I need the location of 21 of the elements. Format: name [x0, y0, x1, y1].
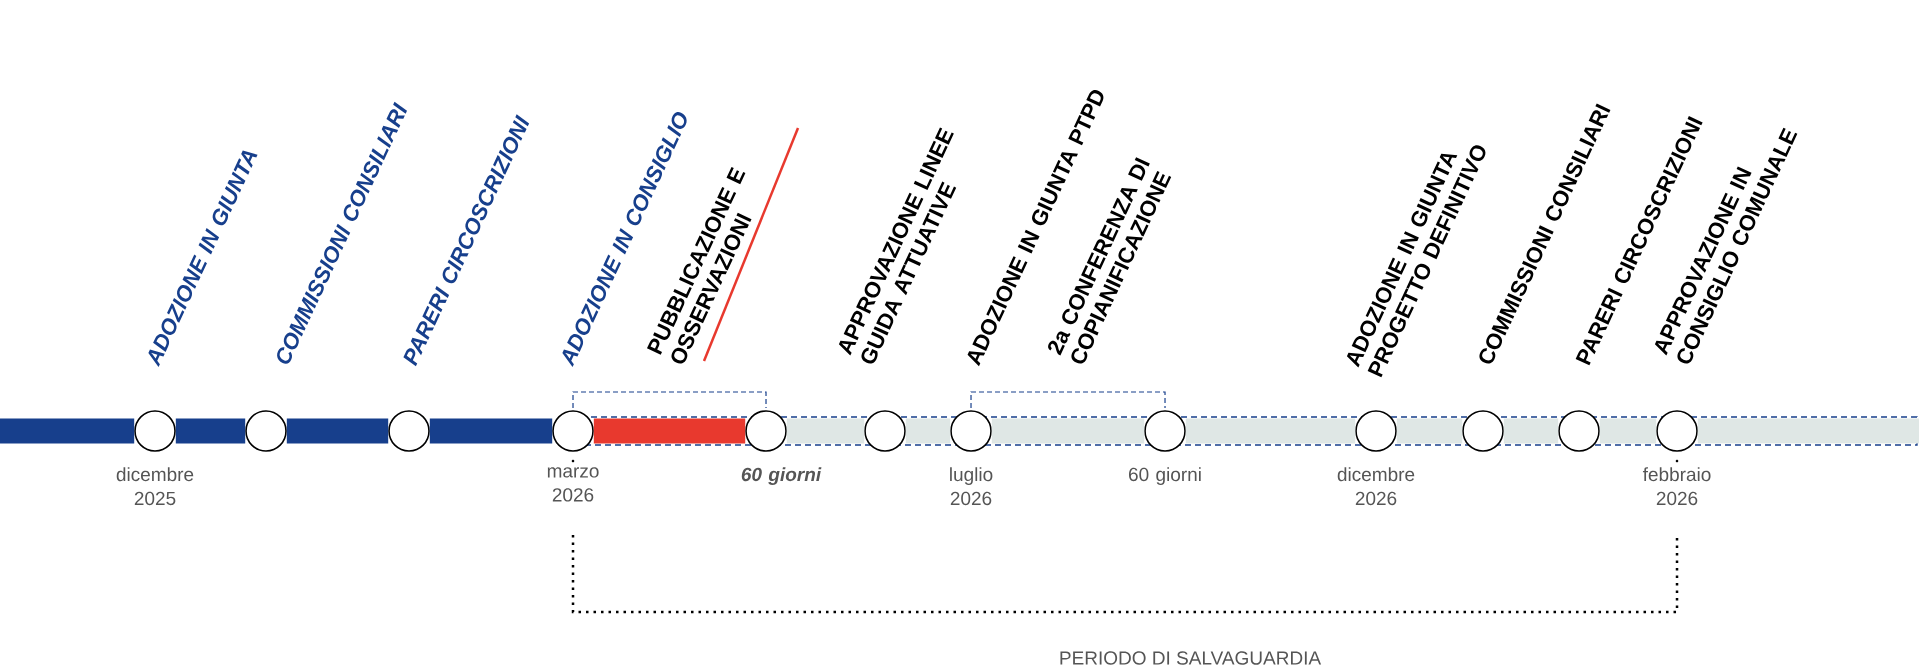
timeline-segment: [0, 418, 135, 444]
timeline-segment: [429, 418, 553, 444]
timeline-segment: [286, 418, 389, 444]
date-label: 60 giorni: [1129, 467, 1201, 485]
date-label: dicembre 2025: [116, 467, 194, 506]
date-label: luglio 2026: [950, 467, 993, 506]
date-label: 60 giorni: [741, 467, 822, 485]
timeline-segment: [905, 418, 951, 444]
timeline-segment: [1697, 418, 1919, 444]
timeline-segment: [1599, 418, 1657, 444]
date-label: dicembre 2026: [1337, 467, 1415, 506]
timeline-segment: [1185, 418, 1356, 444]
timeline-segment: [175, 418, 246, 444]
timeline-segment: [593, 418, 746, 444]
timeline-segment: [1396, 418, 1463, 444]
timeline-segment: [991, 418, 1145, 444]
timeline-segment: [1503, 418, 1559, 444]
date-label: febbraio 2026: [1642, 467, 1711, 506]
period-label: PERIODO DI SALVAGUARDIA: [1060, 651, 1322, 665]
date-label: marzo 2026: [547, 467, 599, 502]
timeline-segment: [786, 418, 865, 444]
